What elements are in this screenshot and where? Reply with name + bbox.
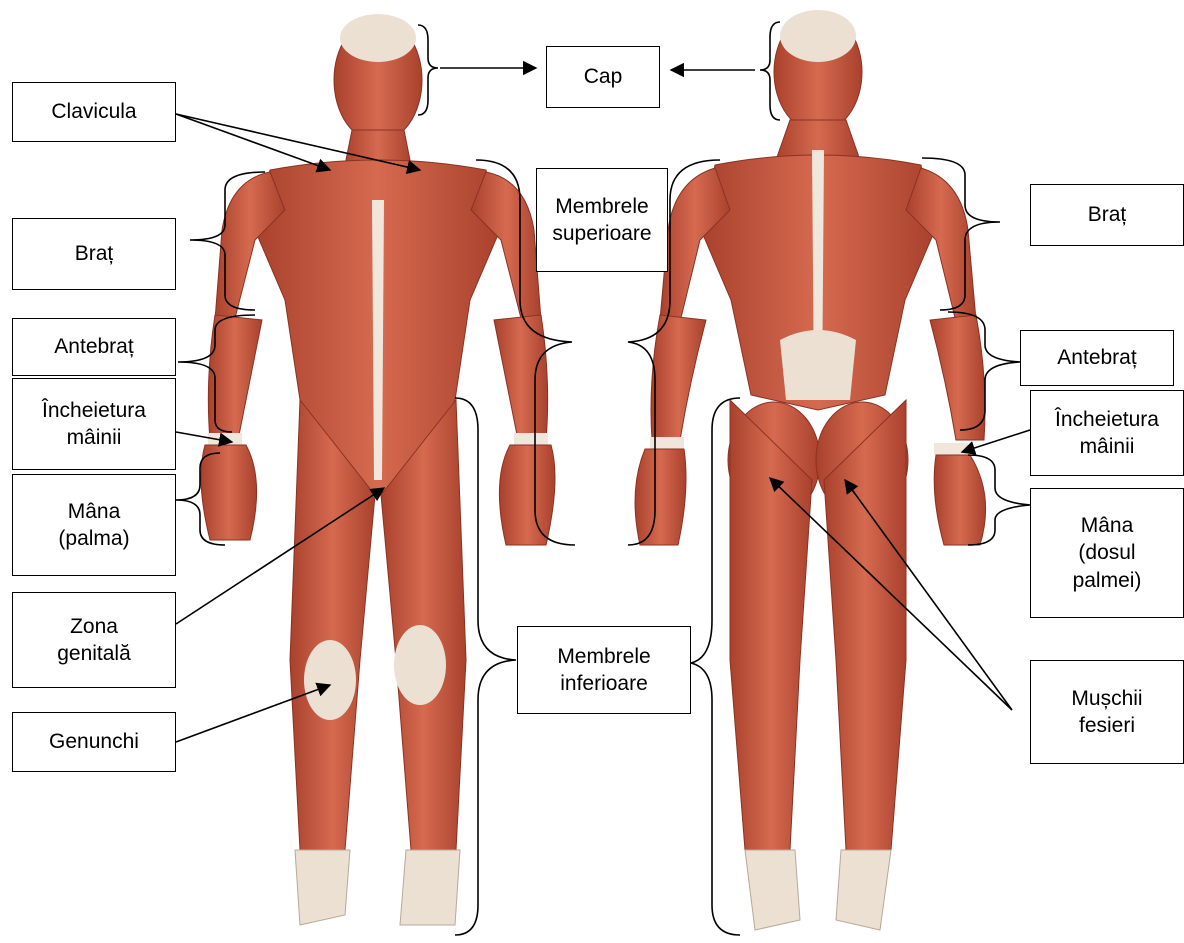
label-membrele-superioare: Membrele superioare (536, 168, 668, 272)
back-hand-left (934, 455, 985, 545)
front-body-figure (201, 14, 555, 925)
front-forearm-right (208, 315, 262, 440)
back-leg-left (824, 400, 906, 850)
front-hand-left (499, 445, 555, 545)
label-incheietura-back: Încheietura mâinii (1030, 390, 1184, 476)
label-antebrat-back: Antebraț (1020, 330, 1174, 386)
back-leg-right (730, 400, 812, 850)
label-zona-genitala: Zona genitală (12, 592, 176, 688)
label-clavicula: Clavicula (12, 82, 176, 142)
label-incheietura-front: Încheietura mâinii (12, 378, 176, 470)
label-genunchi: Genunchi (12, 712, 176, 772)
label-antebrat-front: Antebraț (12, 318, 176, 376)
front-hand-right (201, 445, 257, 540)
back-body-figure (635, 10, 986, 930)
label-mana-palma: Mâna (palma) (12, 474, 176, 576)
label-cap: Cap (546, 46, 660, 108)
front-forearm-left (494, 315, 548, 440)
label-muschii-fesieri: Mușchii fesieri (1030, 660, 1184, 764)
back-forearm-right (651, 315, 706, 440)
label-brat-front: Braț (12, 218, 176, 290)
back-forearm-left (930, 315, 985, 440)
label-membrele-inferioare: Membrele inferioare (517, 626, 691, 714)
label-brat-back: Braț (1030, 184, 1184, 246)
back-hand-right (635, 449, 686, 545)
label-mana-dosul: Mâna (dosul palmei) (1030, 488, 1184, 618)
